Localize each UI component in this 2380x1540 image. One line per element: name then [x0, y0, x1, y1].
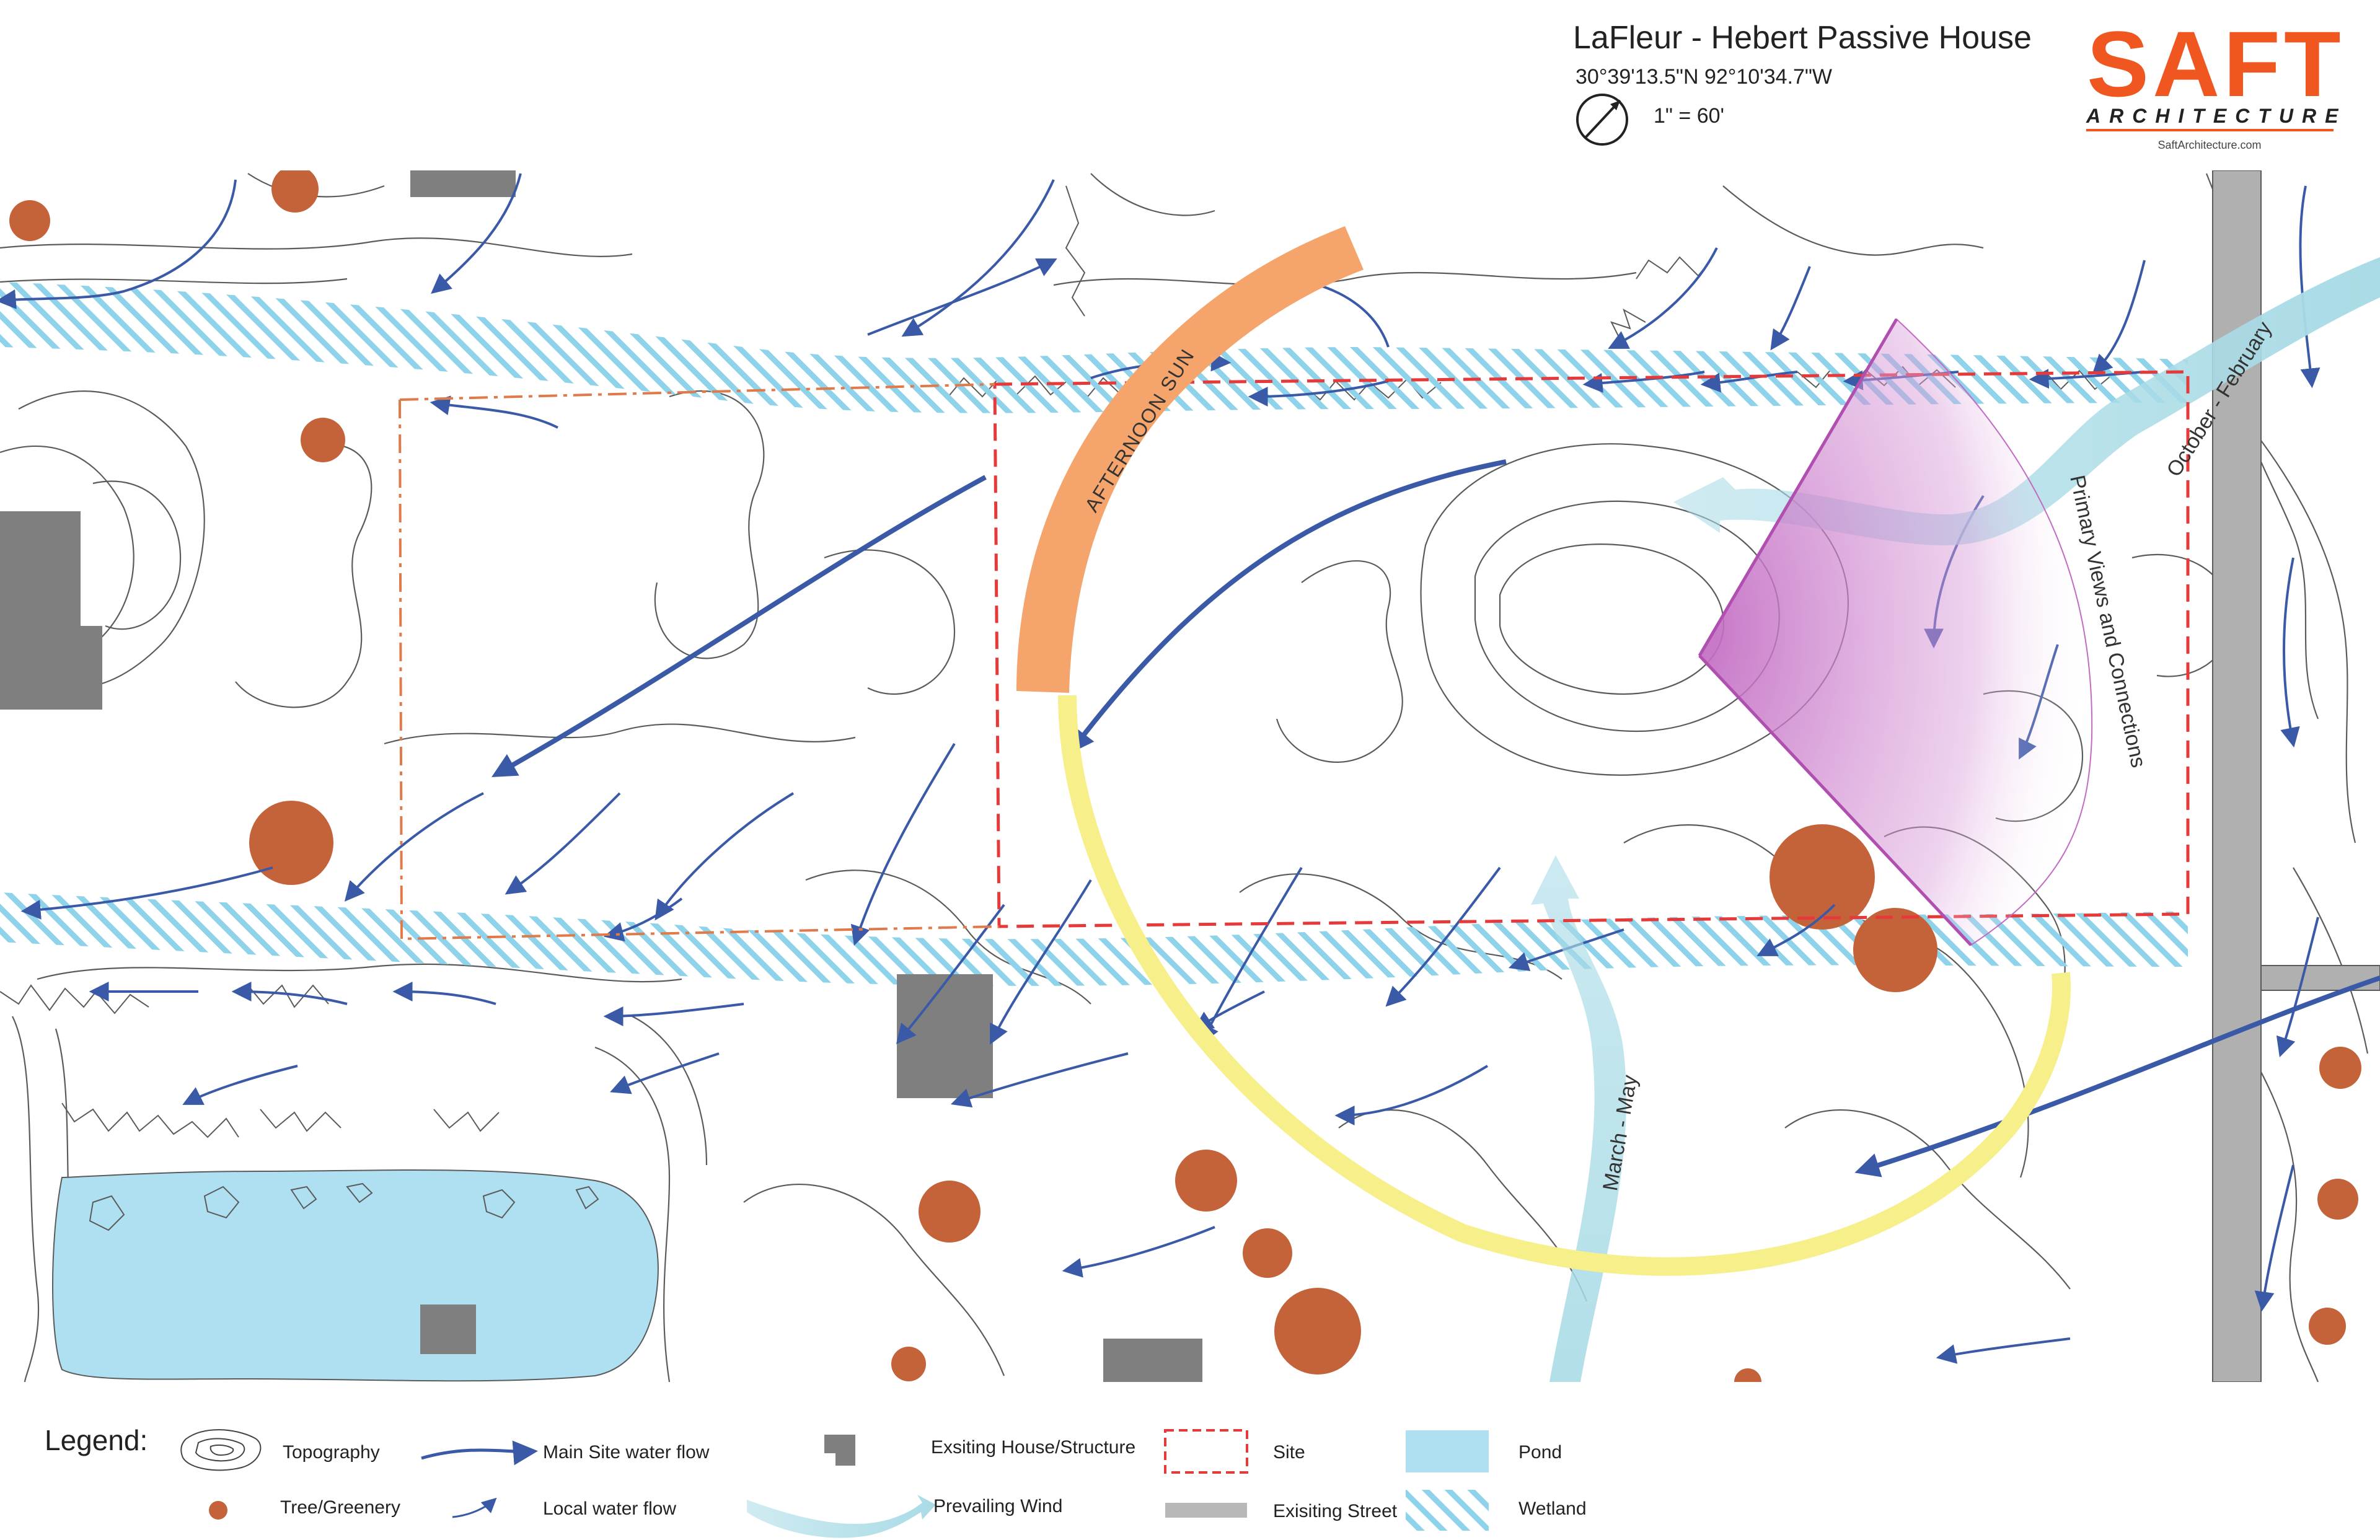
logo-wordmark: SAFT [2087, 12, 2345, 116]
afternoon-sun-arc [1016, 226, 1364, 693]
arrow-icon [421, 1440, 538, 1466]
logo-url: SaftArchitecture.com [2157, 139, 2261, 151]
saft-logo: SAFT ARCHITECTURE SaftArchitecture.com [2086, 12, 2347, 151]
primary-views-cone [1698, 318, 2093, 946]
legend-item-main-water-flow: Main Site water flow [421, 1440, 710, 1466]
site-map: AFTERNOON SUN October - February March -… [0, 170, 2380, 1382]
secondary-site-boundary [399, 383, 1000, 941]
legend-label-prevailing-wind: Prevailing Wind [933, 1496, 1062, 1516]
legend-label-pond: Pond [1518, 1442, 1562, 1463]
pond [52, 1169, 659, 1382]
legend-item-tree: Tree/Greenery [209, 1497, 400, 1520]
logo-subtitle: ARCHITECTURE [2086, 105, 2347, 127]
tree [249, 801, 333, 885]
legend-label-local-water-flow: Local water flow [543, 1498, 676, 1519]
legend-label-main-water-flow: Main Site water flow [543, 1442, 710, 1463]
tree [1734, 1368, 1761, 1382]
tree-icon [209, 1501, 227, 1520]
existing-house [0, 511, 81, 710]
existing-house [897, 974, 993, 1098]
tree [2317, 1179, 2358, 1220]
legend: Legend: Topography Tree/Greenery Main Si… [45, 1424, 1587, 1538]
dashed-rectangle-icon [1164, 1429, 1248, 1474]
tree [2319, 1047, 2361, 1089]
existing-house [1103, 1339, 1202, 1382]
arrow-icon [452, 1497, 497, 1518]
existing-house [410, 170, 516, 197]
tree [9, 200, 50, 241]
legend-label-existing-house: Exsiting House/Structure [931, 1437, 1135, 1458]
tree [891, 1347, 926, 1381]
existing-structures [0, 170, 1202, 1382]
legend-title: Legend: [45, 1424, 148, 1456]
legend-item-topography: Topography [180, 1429, 380, 1471]
tree [1175, 1150, 1237, 1212]
topography-icon [180, 1429, 262, 1471]
legend-label-tree: Tree/Greenery [280, 1497, 400, 1518]
header: LaFleur - Hebert Passive House 30°39'13.… [1573, 20, 2032, 146]
legend-item-pond: Pond [1406, 1430, 1562, 1472]
project-title: LaFleur - Hebert Passive House [1573, 20, 2032, 56]
trees [9, 170, 2361, 1382]
main-water-flow [491, 459, 2380, 1177]
tree [1243, 1228, 1292, 1278]
tree [1853, 908, 1937, 992]
legend-item-street: Exisiting Street [1165, 1501, 1398, 1521]
tree [919, 1181, 981, 1243]
legend-label-wetland: Wetland [1518, 1498, 1587, 1519]
house-icon [824, 1435, 855, 1466]
wetland-hatch-icon [1406, 1490, 1489, 1531]
existing-house [81, 626, 102, 710]
tree [1274, 1288, 1361, 1375]
north-arrow-icon [1576, 94, 1628, 146]
tree [301, 418, 345, 462]
existing-house [420, 1305, 476, 1354]
pond-icon [1406, 1430, 1489, 1472]
site-boundary [993, 370, 2190, 928]
legend-label-topography: Topography [283, 1442, 380, 1463]
legend-label-street: Exisiting Street [1273, 1501, 1398, 1521]
legend-item-existing-house: Exsiting House/Structure [824, 1435, 1135, 1466]
tree [2309, 1308, 2346, 1345]
tree [1770, 824, 1875, 930]
legend-item-wetland: Wetland [1406, 1490, 1587, 1531]
local-water-flow [0, 173, 2320, 1364]
prevailing-wind-march-may [1531, 855, 1626, 1382]
legend-item-site: Site [1164, 1429, 1305, 1474]
tree [271, 170, 319, 213]
legend-label-site: Site [1273, 1442, 1305, 1463]
street-icon [1165, 1503, 1247, 1518]
legend-item-local-water-flow: Local water flow [452, 1497, 676, 1519]
sun-path [1016, 226, 2071, 1276]
coordinates: 30°39'13.5"N 92°10'34.7"W [1576, 65, 1832, 89]
scale-label: 1" = 60' [1654, 104, 1724, 128]
legend-item-prevailing-wind: Prevailing Wind [747, 1495, 1062, 1538]
wind-arrow-icon [747, 1495, 936, 1538]
